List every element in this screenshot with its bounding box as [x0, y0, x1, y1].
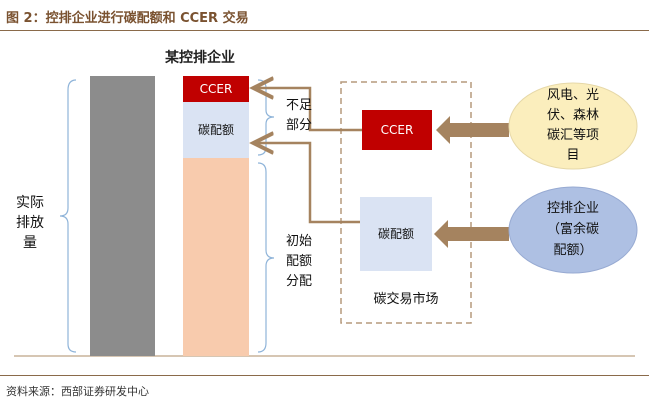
shortfall-label: 不足 部分: [279, 96, 319, 136]
shortfall-line: 部分: [285, 118, 312, 133]
actual-emissions-line: 实际: [16, 195, 44, 211]
actual-emissions-line: 排放: [16, 215, 44, 231]
carbon-market-label: 碳交易市场: [373, 292, 439, 307]
initial-allocation-brace: [257, 162, 275, 353]
ccer-segment: [183, 76, 249, 102]
renewables-line: 碳汇等项: [546, 128, 599, 143]
market-allowance-box: [360, 197, 432, 271]
title-divider: [0, 30, 649, 31]
renewables-line: 目: [566, 148, 580, 163]
initial-allocation-label: 初始 配额 分配: [279, 232, 319, 292]
actual-emissions-bar: [90, 76, 155, 356]
ccer-segment-label: CCER: [199, 82, 233, 96]
market-ccer-box: [362, 110, 432, 150]
company-label: 某控排企业: [165, 50, 235, 66]
renewables-arrow: [436, 116, 509, 144]
figure-title: 图 2：控排企业进行碳配额和 CCER 交易: [6, 11, 249, 26]
ccer-flow-arrow: [256, 88, 362, 132]
source-divider: [0, 375, 649, 376]
initial-allocation-line: 分配: [285, 274, 312, 289]
market-allowance-label: 碳配额: [377, 227, 414, 241]
actual-emissions-line: 量: [23, 235, 37, 251]
companies-line: 控排企业: [546, 201, 599, 216]
actual-emissions-brace: [59, 79, 77, 353]
shortfall-line: 不足: [285, 98, 312, 113]
renewables-ellipse: [508, 82, 638, 170]
companies-line: （富余碳: [546, 222, 599, 237]
market-ccer-label: CCER: [380, 123, 414, 137]
initial-allocation-line: 配额: [285, 254, 312, 269]
allowance-segment-label: 碳配额: [197, 123, 234, 137]
initial-allocation-line: 初始: [285, 234, 312, 249]
renewables-label: 风电、光 伏、森林 碳汇等项 目: [512, 86, 634, 166]
allowance-flow-arrow: [256, 143, 360, 224]
companies-label: 控排企业 （富余碳 配额）: [512, 198, 634, 261]
actual-emissions-label: 实际 排放 量: [12, 193, 48, 253]
companies-ellipse: [508, 186, 638, 274]
companies-line: 配额）: [553, 243, 593, 258]
initial-allowance-segment: [183, 158, 249, 356]
purchased-allowance-segment: [183, 102, 249, 158]
carbon-market-box: [340, 81, 472, 324]
renewables-line: 风电、光: [546, 88, 599, 103]
source-note: 资料来源：西部证券研发中心: [6, 385, 149, 398]
renewables-line: 伏、森林: [546, 108, 599, 123]
companies-arrow: [434, 220, 509, 248]
